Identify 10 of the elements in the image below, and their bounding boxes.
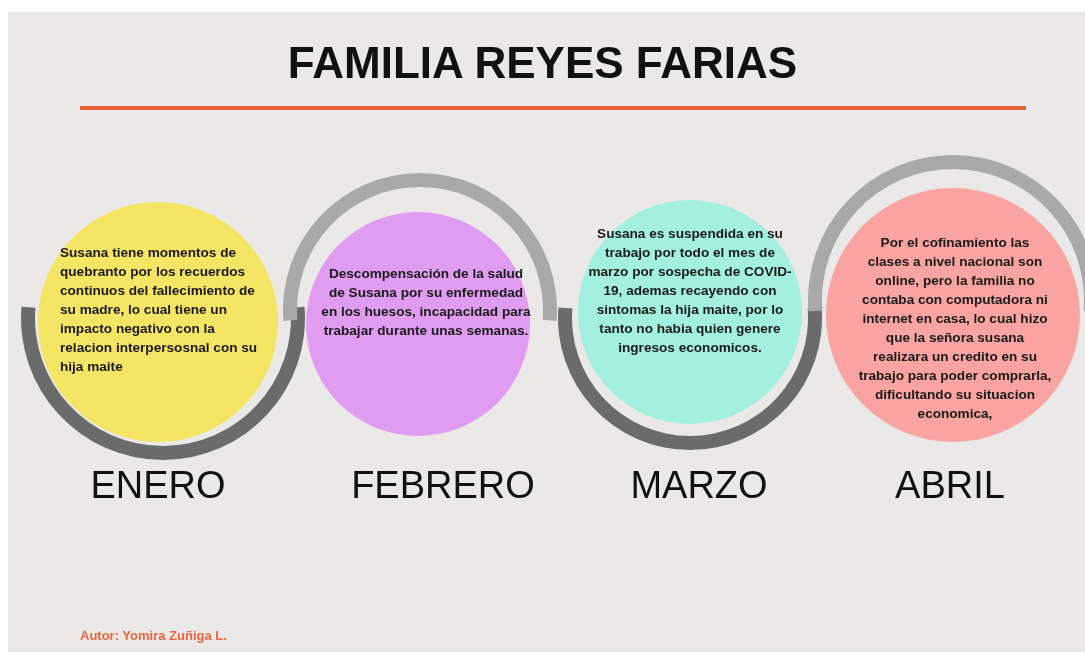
month-label: FEBRERO — [350, 464, 536, 507]
event-description: Por el cofinamiento las clases a nivel nacional son online, pero la familia no contaba con computadora ni internet en casa, lo cual hizo que la señora susana realizara un credito en su trabajo para poder comprarla, dificultando su situacion economica, — [858, 234, 1052, 423]
author-note: Autor: Yomira Zuñiga L. — [80, 628, 227, 643]
title: FAMILIA REYES FARIAS — [286, 38, 799, 88]
event-description: Susana tiene momentos de quebranto por los recuerdos continuos del fallecimiento de su madre, lo cual tiene un impacto negativo con la relacion interpersosnal con su hija maite — [60, 244, 259, 376]
event-description: Descompensación de la salud de Susana por su enfermedad en los huesos, incapacidad para trabajar durante unas semanas. — [321, 265, 531, 340]
month-label: ABRIL — [894, 464, 1006, 507]
month-label: MARZO — [629, 464, 769, 507]
month-label: ENERO — [89, 464, 227, 507]
event-description: Susana es suspendida en su trabajo por todo el mes de marzo por sospecha de COVID-19, ademas recayendo con sintomas la hija maite, por lo tanto no habia quien genere ingresos economicos. — [588, 225, 792, 357]
